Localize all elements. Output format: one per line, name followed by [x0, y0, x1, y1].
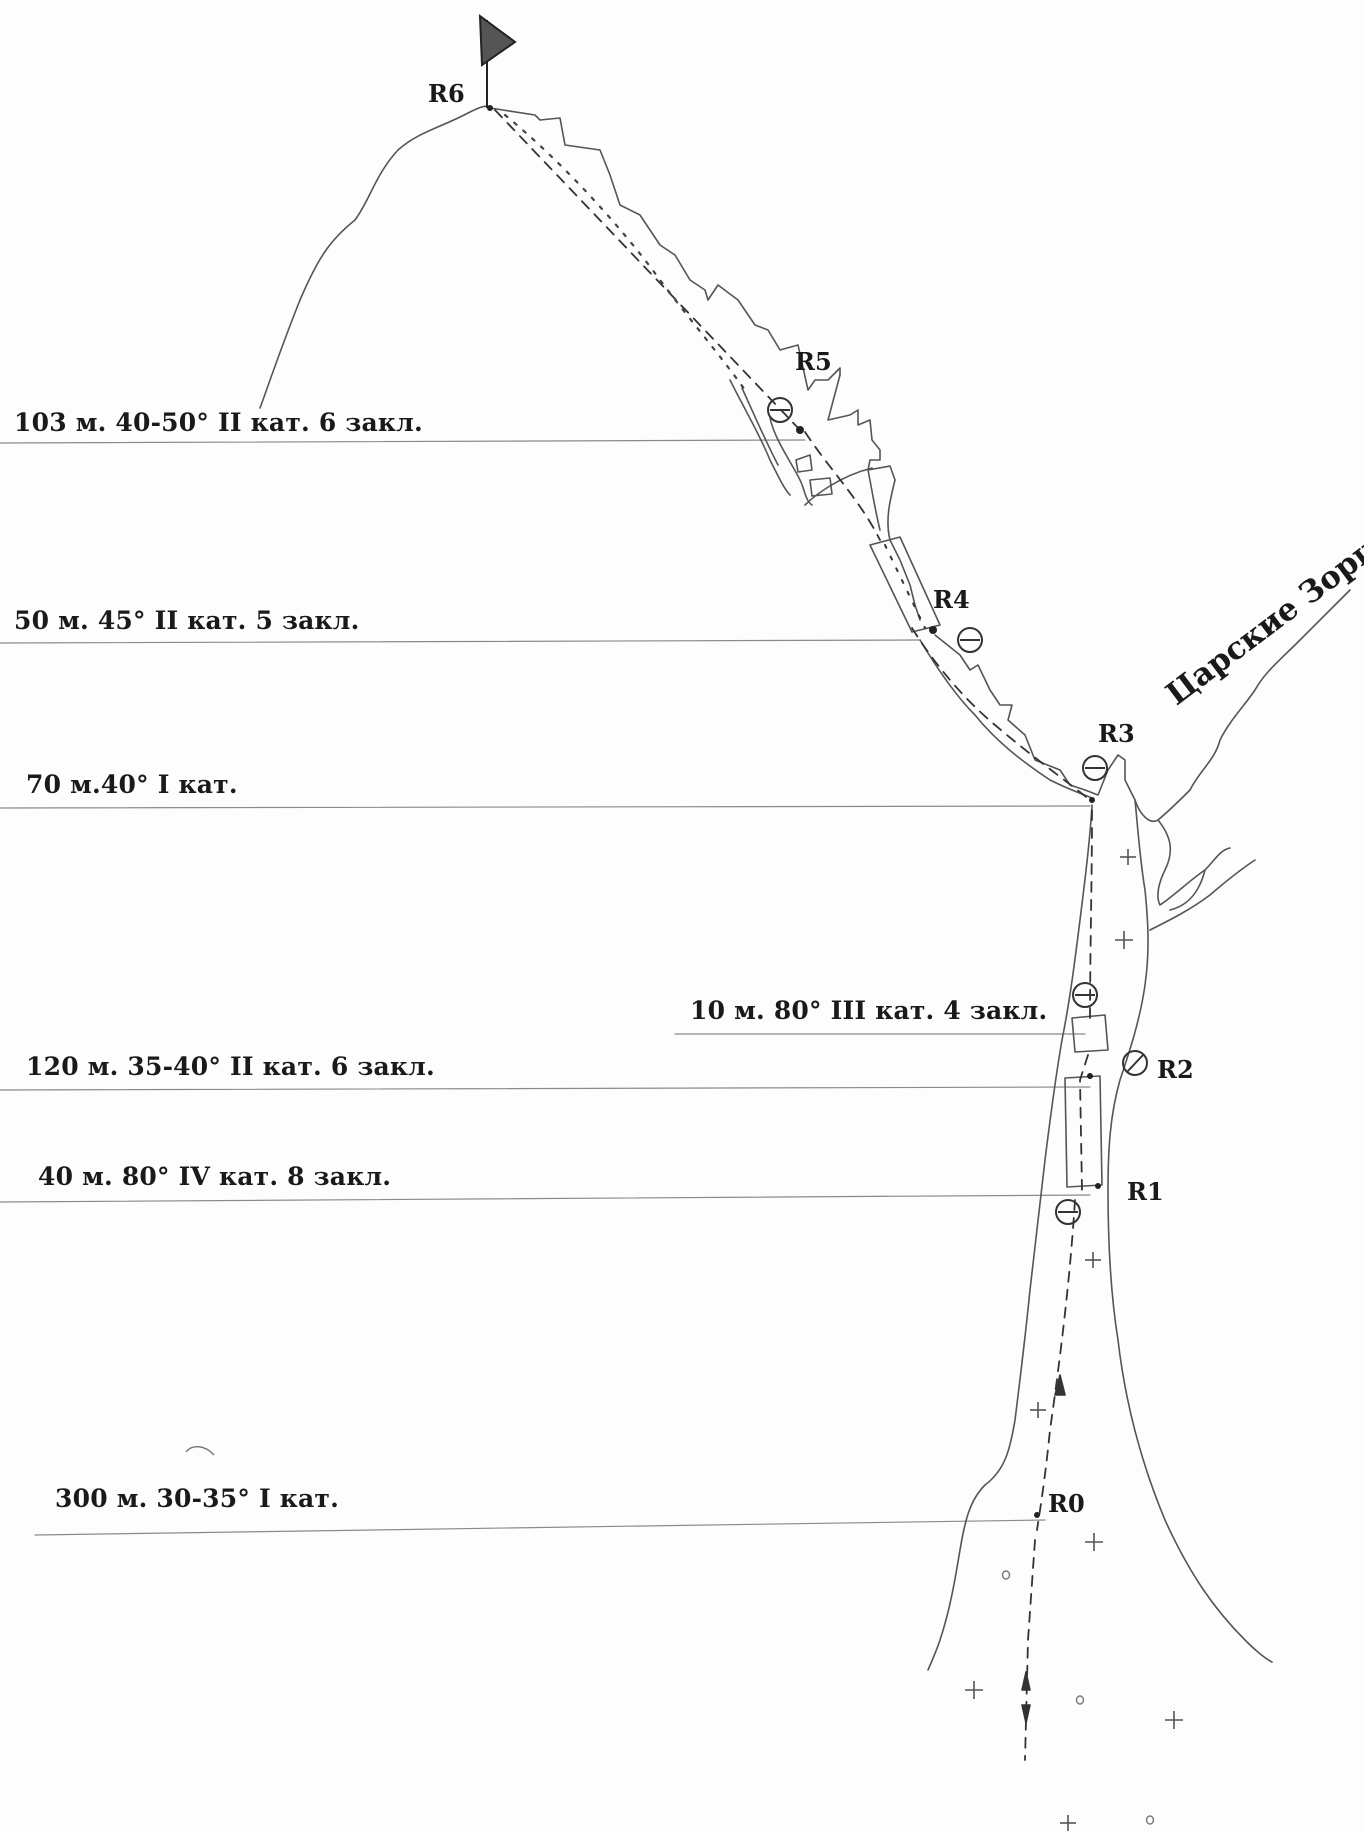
anchor-dot-r2 [1087, 1073, 1093, 1079]
tsarskie-zori-ridge [1189, 589, 1351, 791]
plus-mark-icon [1085, 1252, 1101, 1268]
anchor-dot-r5 [796, 426, 804, 434]
right-gully-branch [1149, 859, 1256, 931]
route-r2-r1 [1079, 1054, 1089, 1191]
r3-junction-right [1134, 789, 1191, 822]
anchor-label-r6: R6 [428, 79, 465, 108]
plus-mark-icon [1115, 931, 1133, 949]
r5-rock-left [769, 417, 813, 506]
arrow-down-icon [1021, 1704, 1031, 1724]
pitch-label-p1: 40 м. 80° IV кат. 8 закл. [38, 1162, 392, 1191]
anchor-label-r4: R4 [933, 585, 970, 614]
plus-mark-icon [1120, 849, 1136, 865]
gully-right-wall [1107, 799, 1273, 1663]
guide-line-p0 [34, 1519, 1046, 1536]
no-entry-sign-icon [767, 397, 793, 423]
r5-couloir-left2 [741, 387, 779, 466]
plus-mark-icon [1165, 1711, 1183, 1729]
tsarskie-zori-ridge-3 [1169, 869, 1206, 911]
arrow-up-icon [1021, 1671, 1031, 1691]
pencil-mark [185, 1446, 215, 1456]
summit-left-ridge [259, 105, 491, 409]
no-entry-sign-icon [1122, 1050, 1148, 1076]
route-r3-r2 [1089, 809, 1093, 1026]
r3-junction [1084, 754, 1136, 801]
pebble-icon [1145, 1815, 1155, 1825]
r5-rock-box [809, 477, 833, 497]
pitch-label-p3: 10 м. 80° III кат. 4 закл. [690, 996, 1048, 1025]
route-r1-r0 [1036, 1199, 1076, 1531]
r5-couloir-left [729, 379, 791, 496]
tsarskie-zori-ridge-2 [1157, 819, 1231, 906]
pitch-label-p6: 103 м. 40-50° II кат. 6 закл. [14, 408, 423, 437]
anchor-dot-r0 [1034, 1512, 1040, 1518]
r4-chimney-dots [884, 544, 926, 629]
anchor-dot-r1 [1095, 1183, 1101, 1189]
gully-left-wall [927, 804, 1093, 1671]
no-entry-sign-icon [957, 627, 983, 653]
plus-mark-icon [1060, 1815, 1076, 1831]
anchor-label-r0: R0 [1048, 1489, 1085, 1518]
guide-line-p1 [0, 1194, 1091, 1203]
anchor-label-r1: R1 [1127, 1177, 1164, 1206]
plus-mark-icon [1085, 1533, 1103, 1551]
guide-line-p4 [0, 805, 1091, 809]
arrow-up-icon [1054, 1374, 1066, 1396]
anchor-points [487, 105, 1101, 1518]
route-line [494, 109, 1093, 1761]
r5-rock-box2 [795, 454, 813, 473]
plus-mark-icon [1030, 1402, 1046, 1418]
no-entry-sign-icon [1055, 1199, 1081, 1225]
r4-chimney [869, 536, 941, 633]
pitch-guide-lines [0, 439, 1091, 1536]
anchor-dot-r6 [487, 105, 493, 111]
anchor-dot-r3 [1089, 797, 1095, 803]
guide-line-p6 [0, 439, 806, 444]
plus-mark-icon [965, 1681, 983, 1699]
route-r6-r5 [494, 109, 801, 431]
r2-chimney [1071, 1014, 1109, 1053]
route-r6-r5-alt [503, 113, 747, 392]
route-r5-r4 [804, 431, 881, 541]
pitch-label-p5: 50 м. 45° II кат. 5 закл. [14, 606, 360, 635]
r5-rock [827, 374, 896, 481]
ridge-r4-r3-left [919, 639, 1093, 799]
no-entry-sign-icon [1072, 982, 1098, 1008]
pitch-label-p2: 120 м. 35-40° II кат. 6 закл. [26, 1052, 435, 1081]
no-entry-sign-icon [1082, 755, 1108, 781]
ridge-r5-r4-left [867, 469, 881, 531]
main-ridge-upper [489, 107, 841, 391]
pitch-label-p4: 70 м.40° I кат. [26, 770, 238, 799]
summit-flag-icon [478, 13, 517, 108]
pebble-icon [1001, 1570, 1011, 1580]
ridge-r4-r3-right [934, 634, 1086, 791]
anchor-dot-r4 [929, 626, 937, 634]
pebble-icon [1075, 1695, 1085, 1705]
anchor-label-r3: R3 [1098, 719, 1135, 748]
ridge-r5-r4 [887, 479, 921, 621]
pitch-label-p0: 300 м. 30-35° I кат. [55, 1484, 340, 1513]
anchor-label-r5: R5 [795, 347, 832, 376]
route-r4-r3 [911, 627, 1091, 801]
r5-rock-slab [804, 467, 873, 506]
guide-line-p2 [0, 1086, 1091, 1091]
anchor-label-r2: R2 [1157, 1055, 1194, 1084]
route-r0-bottom [1024, 1539, 1036, 1761]
r1-chimney [1064, 1075, 1103, 1188]
guide-line-p5 [0, 639, 921, 644]
